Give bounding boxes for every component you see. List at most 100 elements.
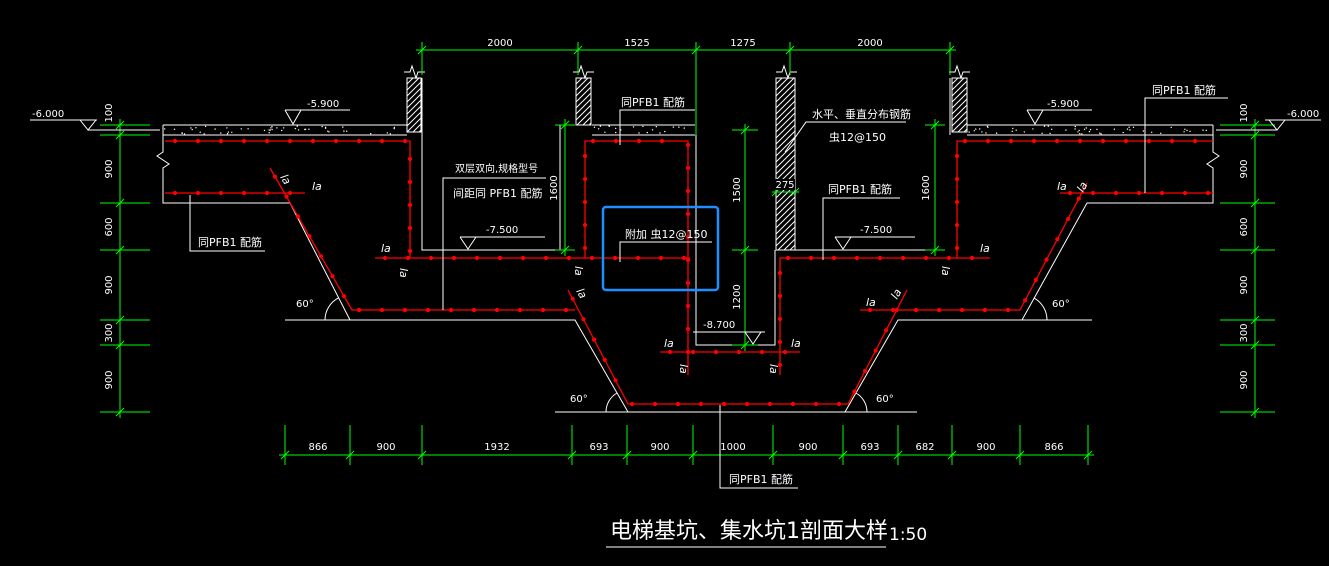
concrete-speckle xyxy=(642,125,644,128)
hatch-line xyxy=(775,124,796,145)
dim-right-5: 300 xyxy=(1239,323,1250,342)
hatch-line xyxy=(951,104,968,121)
rebar-dot xyxy=(652,401,658,407)
rebar-dot xyxy=(629,401,635,407)
concrete-speckle xyxy=(195,127,197,129)
hatch-line xyxy=(775,94,796,115)
hatch-line xyxy=(951,80,968,97)
note-distribution-bars-spec: 虫12@150 xyxy=(829,131,886,144)
concrete-speckle xyxy=(226,133,229,135)
rebar-dot xyxy=(589,255,595,261)
rebar-dot xyxy=(582,199,588,205)
concrete-speckle xyxy=(1151,131,1153,133)
dimension-tick xyxy=(838,450,848,460)
concrete-speckle xyxy=(1023,131,1025,133)
hatch-line xyxy=(777,232,796,251)
rebar-dot xyxy=(808,255,814,261)
elevation-pit-right: -7.500 xyxy=(860,225,892,236)
reinforcement-notes: 同PFB1 配筋 同PFB1 配筋 水平、垂直分布钢筋 虫12@150 双层双向… xyxy=(189,83,1228,489)
rebar-dot xyxy=(867,307,873,313)
rebar-dot xyxy=(407,179,413,185)
concrete-speckle xyxy=(393,126,395,129)
concrete-speckle xyxy=(1078,129,1080,132)
rebar-dot xyxy=(685,280,691,286)
hatch-line xyxy=(418,129,422,133)
hatch-line xyxy=(775,136,796,157)
rebar-dot xyxy=(540,307,546,313)
hatch-line xyxy=(406,81,422,97)
dim-top-4: 2000 xyxy=(857,38,882,49)
concrete-speckle xyxy=(678,126,680,128)
dimension-tick xyxy=(567,450,577,460)
wall-hatching xyxy=(406,77,968,251)
la-label: la xyxy=(572,266,585,276)
concrete-speckle xyxy=(1049,132,1051,135)
rebar-dot xyxy=(592,337,597,342)
rebar-dot xyxy=(1169,138,1175,144)
elevation-slab-left: -5.900 xyxy=(307,99,339,110)
concrete-speckle xyxy=(304,128,306,131)
rebar-dot xyxy=(264,138,270,144)
concrete-speckle xyxy=(191,128,193,131)
rebar-dot xyxy=(969,255,975,261)
rebar-dot xyxy=(813,401,819,407)
concrete-speckle xyxy=(1077,131,1079,133)
rebar-dot xyxy=(471,307,477,313)
hatch-line xyxy=(575,77,583,85)
rebar-dot xyxy=(659,138,665,144)
concrete-topping xyxy=(164,125,1208,135)
elevation-slab-right: -5.900 xyxy=(1047,99,1079,110)
hatch-line xyxy=(406,77,420,91)
rebar-dot xyxy=(330,274,335,279)
elevation-marker-slab-right xyxy=(1026,109,1092,126)
rebar-dot xyxy=(566,255,572,261)
rebar-dot xyxy=(264,190,270,196)
rebar-dot xyxy=(777,362,783,368)
rebar-dot xyxy=(1113,190,1119,196)
dimension-tick xyxy=(280,450,290,460)
hatch-line xyxy=(775,88,796,109)
concrete-speckle xyxy=(164,128,166,130)
concrete-speckle xyxy=(327,130,329,132)
concrete-speckle xyxy=(593,126,596,128)
dimension-tick xyxy=(417,450,427,460)
rebar-dot xyxy=(1033,277,1038,282)
elevation-pit-left: -7.500 xyxy=(486,225,518,236)
hatch-line xyxy=(406,105,422,121)
rebar-dot xyxy=(341,294,347,299)
dimension-tick xyxy=(1250,245,1260,255)
dim-bottom-11: 866 xyxy=(1044,442,1063,453)
concrete-speckle xyxy=(968,131,970,133)
concrete-speckle xyxy=(231,131,233,133)
hatch-line xyxy=(775,226,796,247)
rebar-dot xyxy=(736,349,742,355)
hatch-line xyxy=(406,111,422,127)
rebar-dot xyxy=(218,190,224,196)
concrete-speckle xyxy=(1083,128,1086,130)
rebar-dot xyxy=(474,255,480,261)
concrete-speckle xyxy=(1202,129,1204,131)
dimension-tick xyxy=(768,450,778,460)
rebar-dot xyxy=(613,378,618,383)
concrete-speckle xyxy=(638,132,640,134)
dimension-tick xyxy=(115,340,125,350)
concrete-speckle xyxy=(240,128,242,130)
dim-top-2: 1525 xyxy=(624,38,649,49)
rebar-dot xyxy=(517,307,523,313)
rebar-dot xyxy=(356,138,362,144)
concrete-speckle xyxy=(190,127,192,129)
rebar-dot xyxy=(382,255,388,261)
rebar-dot xyxy=(836,401,842,407)
dimension-tick xyxy=(115,315,125,325)
rebar-dot xyxy=(582,153,588,159)
rebar-dot xyxy=(1023,298,1028,303)
dim-right-3: 600 xyxy=(1239,217,1250,236)
dim-left-1: 100 xyxy=(104,103,115,122)
concrete-speckle xyxy=(672,126,675,128)
rebar-dot xyxy=(582,176,588,182)
hatch-line xyxy=(951,77,965,91)
hatch-line xyxy=(775,190,796,211)
concrete-speckle xyxy=(1099,132,1101,134)
leader-pfb1-bottom xyxy=(719,405,798,489)
